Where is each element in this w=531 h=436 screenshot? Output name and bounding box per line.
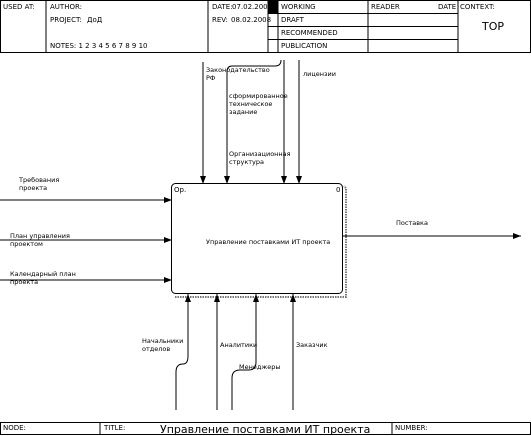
used-at-label: USED AT: <box>3 3 35 11</box>
status-draft[interactable]: DRAFT <box>281 16 304 24</box>
context-label: CONTEXT: <box>460 3 495 11</box>
box-number: 0 <box>336 186 341 194</box>
mechanism-label-2: Аналитики <box>220 341 258 349</box>
mechanism-arrow-1[interactable] <box>175 294 191 410</box>
output-label: Поставка <box>396 219 428 227</box>
title-label: TITLE: <box>104 424 126 432</box>
control-label-1: Законодательство РФ <box>206 66 270 82</box>
reader-label: READER <box>371 3 400 11</box>
mechanism-label-3: Менеджеры <box>239 363 281 371</box>
node-label: NODE: <box>3 424 26 432</box>
project-label: PROJECT: <box>50 16 82 24</box>
control-label-4: лицензии <box>303 70 336 78</box>
status-recommended[interactable]: RECOMMENDED <box>281 29 338 37</box>
mechanism-label-1: Начальники отделов <box>142 337 184 353</box>
notes-label: NOTES: 1 2 3 4 5 6 7 8 9 10 <box>50 42 148 50</box>
control-label-2: сформированное техническое задание <box>229 92 288 116</box>
mechanism-arrow-3[interactable] <box>231 294 259 410</box>
date-column-label: DATE <box>438 3 457 11</box>
status-publication[interactable]: PUBLICATION <box>281 42 328 50</box>
input-label-3: Календарный план проекта <box>10 270 76 286</box>
date-label: DATE: <box>212 3 233 11</box>
box-corner-label: Ор. <box>174 186 187 194</box>
project-value: ДоД <box>87 16 103 24</box>
activity-box[interactable] <box>171 183 347 298</box>
working-status-mark <box>268 1 278 13</box>
box-shadow <box>175 185 347 298</box>
author-label: AUTHOR: <box>50 3 82 11</box>
activity-label[interactable]: Управление поставками ИТ проекта <box>206 238 331 246</box>
status-working[interactable]: WORKING <box>281 3 316 11</box>
date-value: 07.02.2008 <box>232 3 273 11</box>
control-arrow-2[interactable] <box>224 59 282 184</box>
input-label-2: План управления проектом <box>10 232 70 248</box>
input-label-1: Требования проекта <box>19 176 60 192</box>
rev-value: 08.02.2008 <box>231 16 272 24</box>
diagram-title: Управление поставками ИТ проекта <box>160 423 371 436</box>
rev-label: REV: <box>212 16 228 24</box>
number-label: NUMBER: <box>395 424 428 432</box>
context-value: TOP <box>482 20 505 33</box>
mechanism-label-4: Заказчик <box>296 341 328 349</box>
control-label-3: Организационная структура <box>229 150 291 166</box>
